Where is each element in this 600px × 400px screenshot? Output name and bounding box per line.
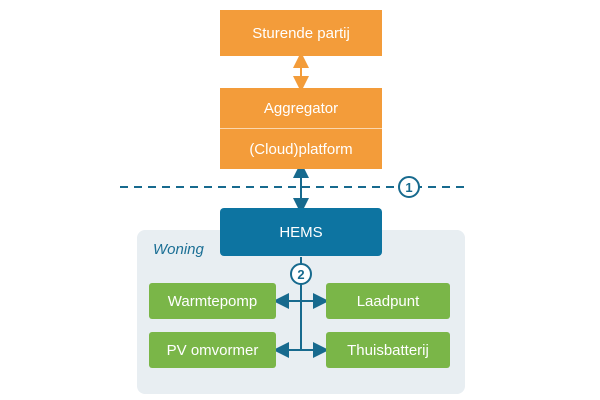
laadpunt-label: Laadpunt	[356, 292, 420, 310]
pv-omvormer-box: PV omvormer	[149, 332, 276, 368]
aggregator-label: Aggregator	[263, 99, 339, 117]
warmtepomp-label: Warmtepomp	[167, 292, 258, 310]
badge-two: 2	[290, 263, 312, 285]
cloud-platform-box: (Cloud)platform	[220, 129, 382, 169]
hems-box: HEMS	[220, 208, 382, 256]
badge-one: 1	[398, 176, 420, 198]
aggregator-box: Aggregator	[220, 88, 382, 128]
hems-label: HEMS	[279, 223, 323, 241]
cloud-platform-label: (Cloud)platform	[249, 140, 353, 158]
pv-omvormer-label: PV omvormer	[166, 341, 259, 359]
woning-label: Woning	[153, 241, 204, 258]
thuisbatterij-box: Thuisbatterij	[326, 332, 450, 368]
sturende-partij-label: Sturende partij	[252, 24, 350, 42]
laadpunt-box: Laadpunt	[326, 283, 450, 319]
sturende-partij-box: Sturende partij	[220, 10, 382, 56]
warmtepomp-box: Warmtepomp	[149, 283, 276, 319]
thuisbatterij-label: Thuisbatterij	[347, 341, 429, 359]
aggregator-separator	[220, 128, 382, 129]
